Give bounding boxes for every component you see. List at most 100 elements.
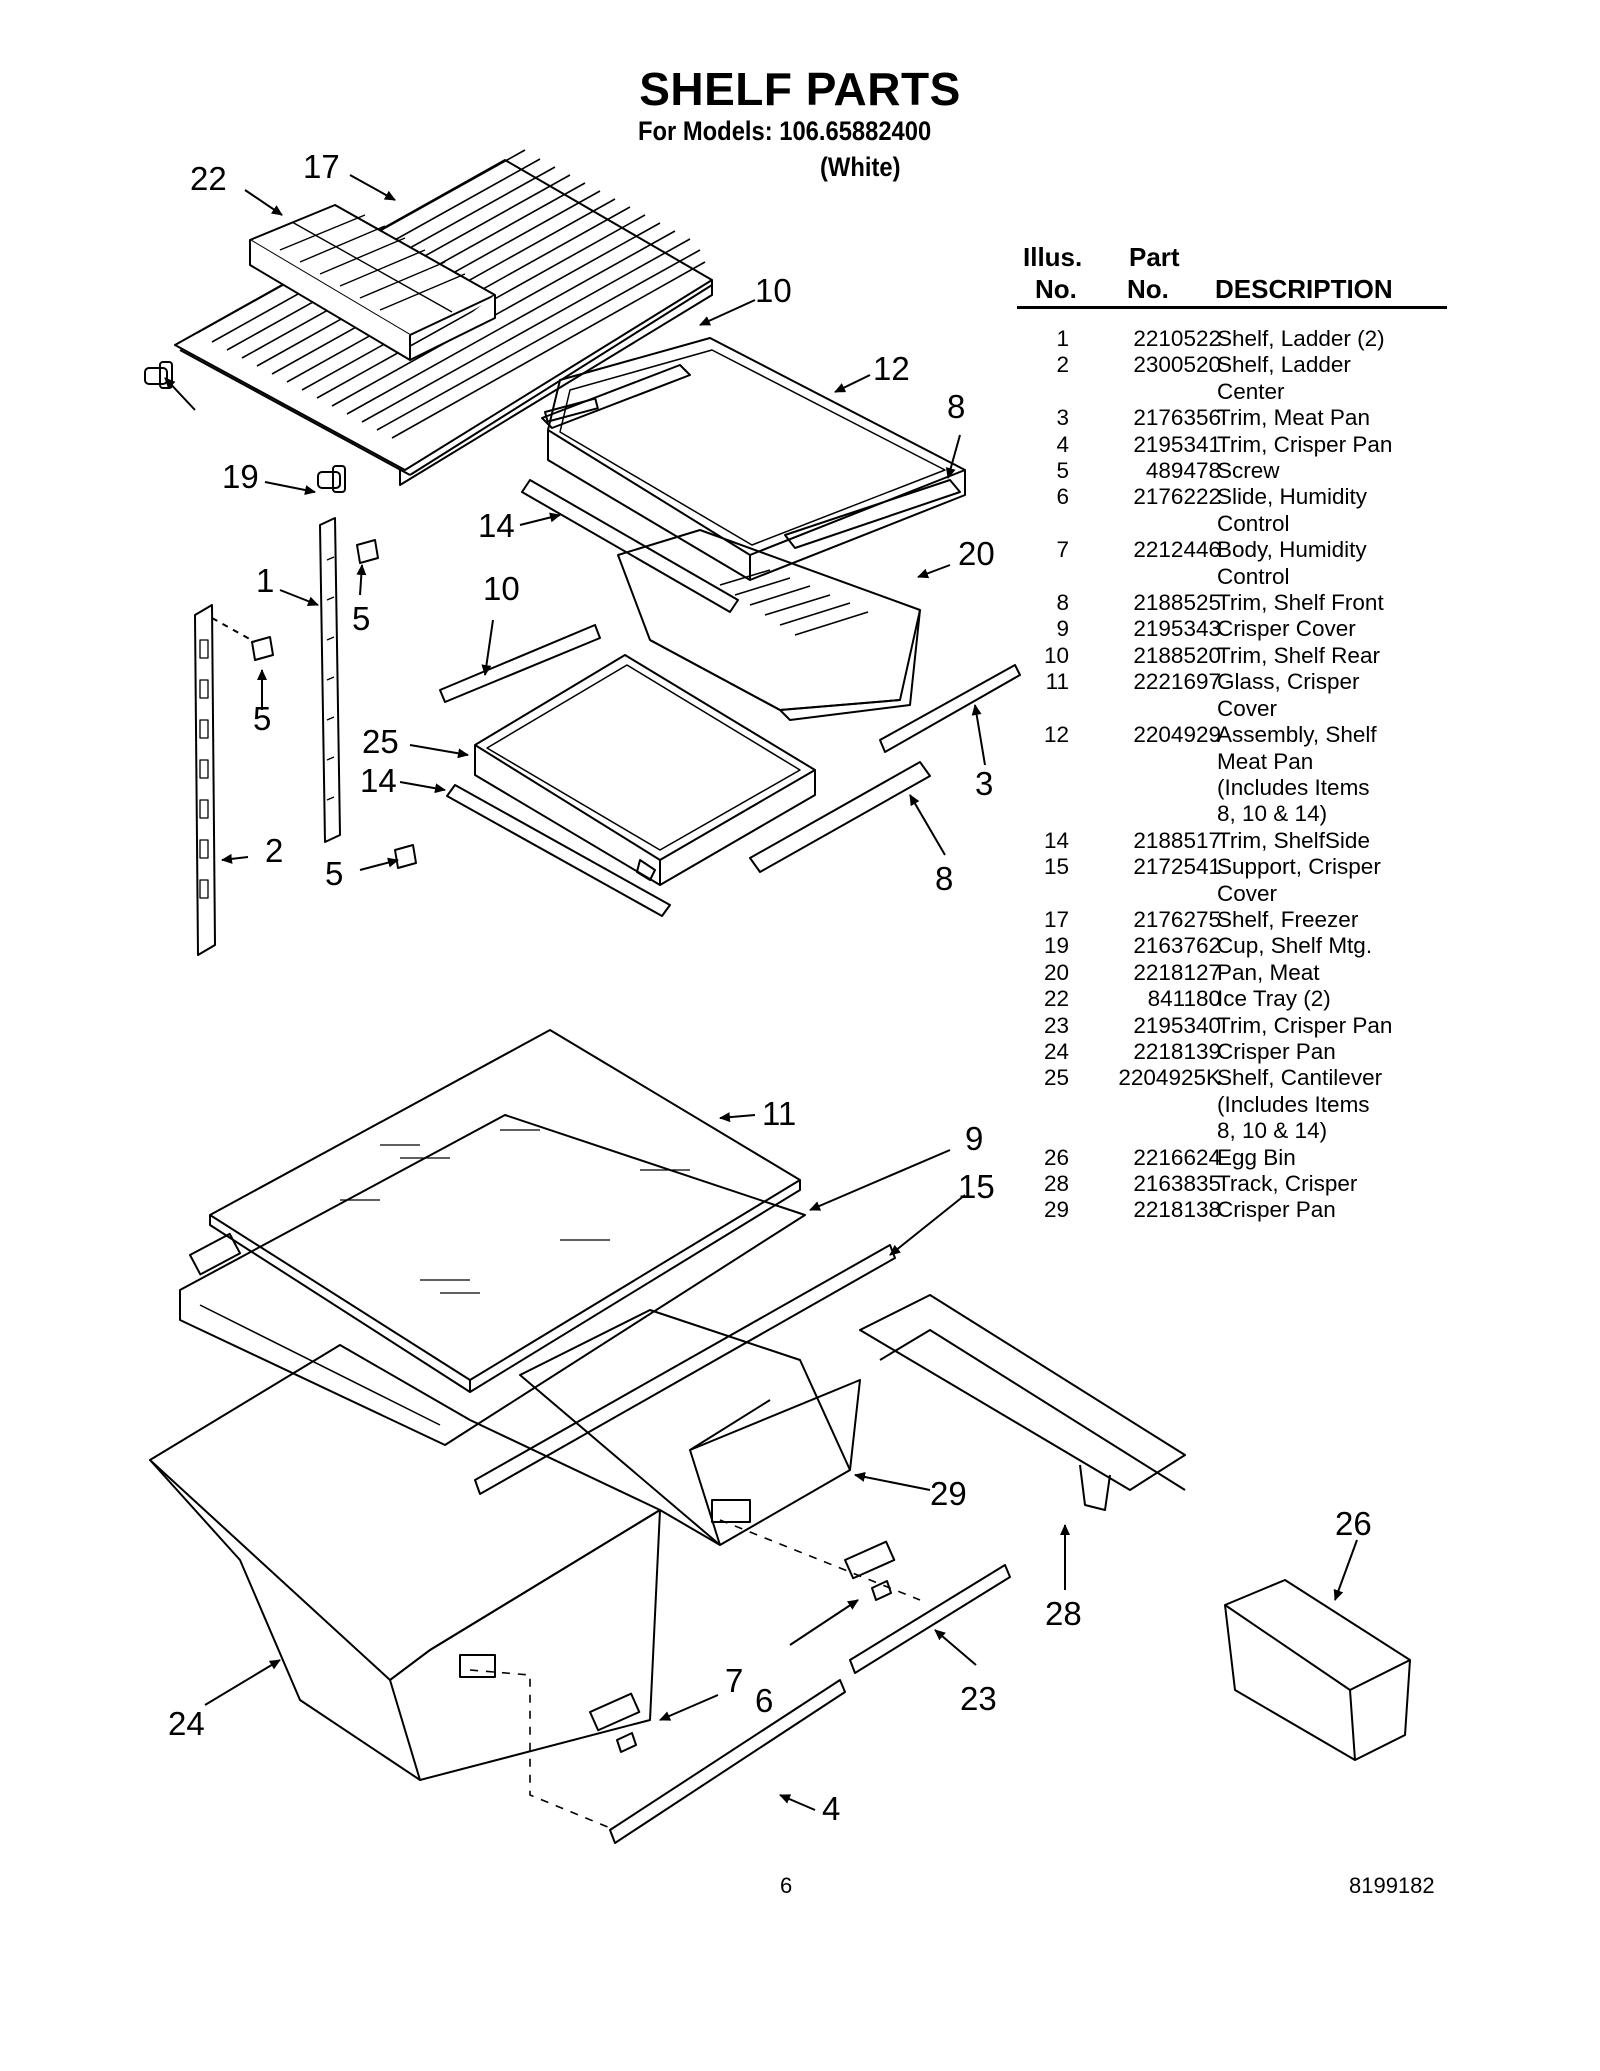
part-number: 2188525 [1133, 590, 1221, 616]
callout-24: 24 [168, 1705, 205, 1742]
shelf-rear-trim-upper [541, 364, 691, 429]
callout-19: 19 [222, 458, 259, 495]
crisper-pan-trims [609, 1564, 1011, 1844]
callout-2: 2 [265, 832, 283, 869]
parts-list-header: Illus. No. Part No. DESCRIPTION [1017, 240, 1447, 306]
shelf-front-trim-lower [749, 761, 931, 873]
illus-number: 14 [1043, 827, 1069, 853]
callout-labels: 22 17 10 12 8 19 14 20 1 5 10 5 25 14 3 … [168, 148, 1372, 1827]
callout-14: 14 [478, 507, 515, 544]
part-number: 2300520 [1133, 352, 1221, 378]
description-line: Cover [1217, 880, 1278, 906]
illus-number: 4 [1056, 431, 1069, 457]
illus-number: 24 [1043, 1038, 1069, 1064]
part-description: Crisper Cover [1217, 616, 1417, 642]
illus-number: 15 [1043, 854, 1069, 880]
description-line: Track, Crisper [1217, 1171, 1358, 1196]
crisper-cover-frame [179, 1114, 806, 1446]
description-line: Crisper Pan [1217, 1038, 1336, 1064]
illus-number: 12 [1043, 722, 1069, 748]
description-line: (Includes Items [1217, 774, 1370, 800]
crisper-cover-support [474, 1244, 896, 1495]
part-number: 2176356 [1133, 405, 1221, 431]
shelf-front-trim-upper [784, 479, 961, 549]
illus-number: 7 [1056, 537, 1069, 563]
part-number: 841180 [1147, 986, 1221, 1012]
part-number: 2172541 [1133, 854, 1221, 880]
page-number: 6 [780, 1873, 793, 1898]
callout-8: 8 [947, 388, 965, 425]
description-line: Center [1217, 378, 1285, 404]
callout-10: 10 [755, 272, 792, 309]
callout-22: 22 [190, 160, 227, 197]
illus-number: 20 [1043, 959, 1069, 985]
description-line: Shelf, Ladder (2) [1217, 326, 1385, 351]
part-number: 2218127 [1133, 959, 1221, 985]
meat-pan [617, 529, 921, 721]
cantilever-shelf [474, 654, 816, 886]
callout-3: 3 [975, 765, 993, 802]
part-description: Crisper Pan [1217, 1197, 1417, 1223]
part-description: Crisper Pan [1217, 1039, 1417, 1065]
part-description: Trim, ShelfSide [1217, 828, 1417, 854]
part-number: 489478 [1145, 458, 1221, 484]
part-description: Pan, Meat [1217, 960, 1417, 986]
description-line: Body, Humidity [1217, 537, 1367, 563]
illus-number: 29 [1043, 1197, 1069, 1223]
crisper-track [859, 1294, 1186, 1511]
callout-9: 9 [965, 1120, 983, 1157]
illus-number: 5 [1056, 458, 1069, 484]
callout-29: 29 [930, 1475, 967, 1512]
illus-number: 23 [1043, 1012, 1069, 1038]
part-number: 2176275 [1133, 906, 1221, 932]
part-description: Screw [1217, 458, 1417, 484]
description-line: Trim, Crisper Pan [1217, 1012, 1393, 1038]
illus-number: 2 [1056, 352, 1069, 378]
callout-6: 6 [755, 1682, 773, 1719]
part-number: 2163835 [1133, 1171, 1221, 1196]
document-number: 8199182 [1349, 1873, 1435, 1898]
crisper-cover-glass [209, 1029, 801, 1393]
callout-8: 8 [935, 860, 953, 897]
ladder-shelf-center [194, 604, 256, 956]
header-rule [1017, 306, 1447, 309]
ladder-shelf [319, 517, 341, 843]
callout-23: 23 [960, 1680, 997, 1717]
description-line: Pan, Meat [1217, 959, 1320, 985]
part-number: 2221697 [1133, 669, 1221, 695]
header-part-no: No. [1127, 274, 1169, 304]
description-line: Trim, ShelfSide [1217, 827, 1370, 853]
illus-number: 1 [1056, 326, 1069, 351]
description-line: Meat Pan [1217, 748, 1314, 774]
description-line: Control [1217, 510, 1290, 536]
description-line: Slide, Humidity [1217, 484, 1368, 510]
description-line: Glass, Crisper [1217, 669, 1360, 695]
illus-number: 11 [1045, 669, 1069, 695]
part-description: Trim, Meat Pan [1217, 405, 1417, 431]
callout-11: 11 [762, 1095, 796, 1132]
description-line: Trim, Crisper Pan [1217, 431, 1393, 457]
callout-7: 7 [725, 1662, 743, 1699]
illus-number: 6 [1056, 484, 1069, 510]
callout-1: 1 [256, 562, 274, 599]
callout-5: 5 [253, 700, 271, 737]
shelf-mounting-cups [144, 361, 346, 493]
callout-leaders [164, 174, 1358, 1811]
